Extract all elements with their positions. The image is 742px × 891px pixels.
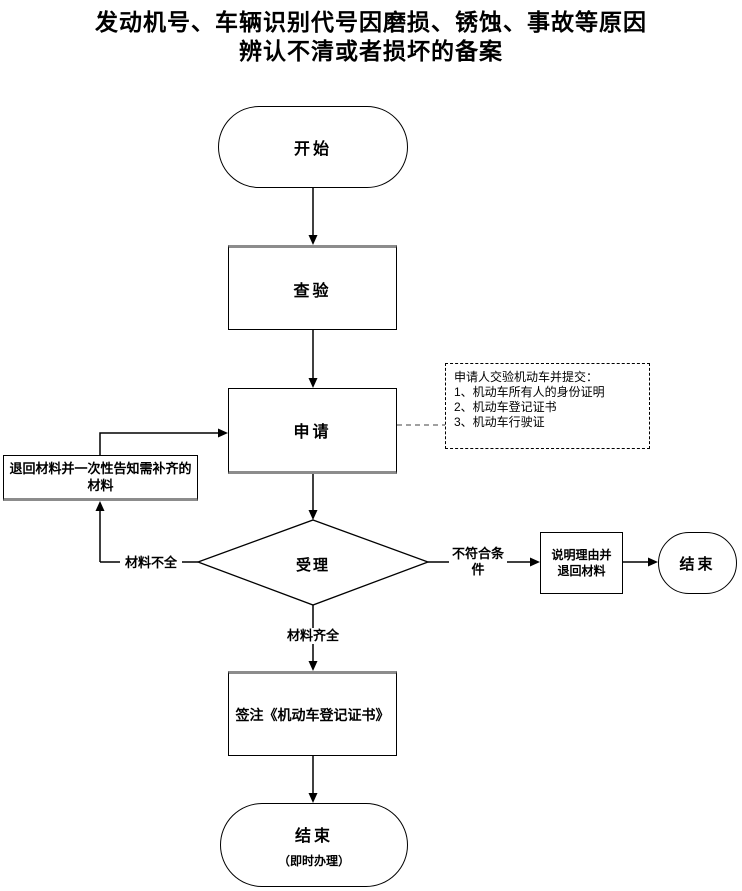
review-decision-diamond (196, 519, 430, 606)
end-bottom-node-label: 结束 (294, 827, 333, 845)
annotation-line-1: 申请人交验机动车并提交： (454, 370, 599, 384)
end-bottom-node-note: （即时办理） (277, 853, 350, 868)
explain-return-node: 说明理由并 退回材料 (540, 532, 623, 594)
arrowhead-into-endorse (308, 661, 318, 671)
endorse-node: 签注《机动车登记证书》 (228, 671, 397, 756)
materials-incomplete-label: 材料不全 (120, 555, 182, 571)
arrowhead-into-return-box (95, 501, 105, 511)
return-materials-node: 退回材料并一次性告知需补齐的 材料 (3, 455, 198, 501)
annotation-line-2: 1、机动车所有人的身份证明 (454, 385, 605, 399)
endorse-node-label: 签注《机动车登记证书》 (235, 706, 390, 723)
arrowhead-into-inspect (308, 235, 318, 245)
apply-node: 申请 (228, 388, 397, 474)
end-bottom-node: 结束 （即时办理） (220, 803, 408, 887)
arrowhead-into-review (308, 510, 318, 520)
materials-complete-label: 材料齐全 (284, 628, 342, 644)
return-materials-line-1: 退回材料并一次性告知需补齐的 (9, 461, 192, 476)
inspect-node: 查验 (228, 245, 397, 330)
inspect-node-label: 查验 (293, 282, 332, 300)
title-line-2: 辨认不清或者损坏的备案 (239, 38, 503, 64)
explain-return-line-2: 退回材料 (557, 564, 606, 578)
end-right-node: 结束 (658, 532, 737, 594)
title-line-1: 发动机号、车辆识别代号因磨损、锈蚀、事故等原因 (95, 9, 647, 35)
review-node-label-text: 受理 (295, 557, 330, 574)
annotation-line-3: 2、机动车登记证书 (454, 400, 557, 414)
not-qualified-label: 不符合条 件 (449, 546, 507, 578)
arrowhead-into-apply-left (218, 428, 228, 438)
annotation-line-4: 3、机动车行驶证 (454, 415, 545, 429)
return-materials-line-2: 材料 (87, 478, 114, 493)
page-title: 发动机号、车辆识别代号因磨损、锈蚀、事故等原因 辨认不清或者损坏的备案 (0, 8, 742, 66)
apply-requirements-annotation: 申请人交验机动车并提交： 1、机动车所有人的身份证明 2、机动车登记证书 3、机… (445, 363, 650, 449)
edge-return-to-apply (99, 432, 218, 455)
review-node-label: 受理 (283, 554, 343, 575)
explain-return-line-1: 说明理由并 (551, 548, 612, 562)
not-qualified-label-line-1: 不符合条 (451, 546, 504, 561)
not-qualified-label-line-2: 件 (471, 562, 485, 577)
apply-node-label: 申请 (293, 424, 332, 441)
start-node: 开始 (218, 106, 408, 188)
arrowhead-into-end-right (648, 557, 658, 567)
end-right-node-label: 结束 (679, 555, 716, 573)
arrowhead-into-end-bottom (308, 793, 318, 803)
arrowhead-into-apply (308, 378, 318, 388)
arrowhead-into-explain-box (530, 557, 540, 567)
start-node-label: 开始 (293, 141, 332, 158)
